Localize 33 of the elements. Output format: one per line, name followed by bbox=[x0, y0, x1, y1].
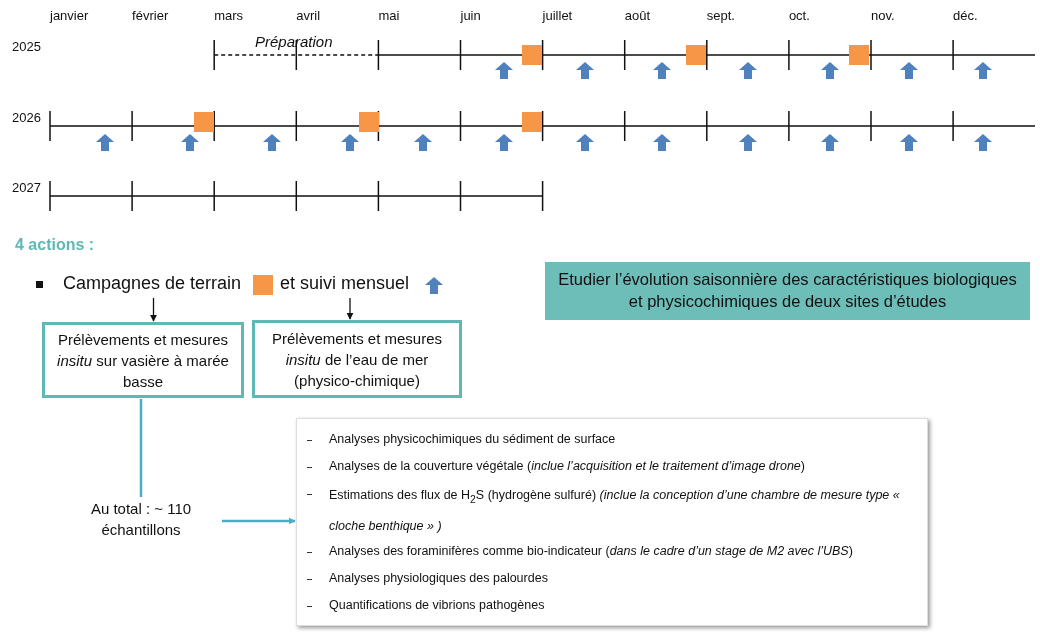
bullet-text: et suivi mensuel bbox=[280, 273, 420, 297]
arrow bbox=[222, 517, 296, 525]
month-label: juin bbox=[460, 8, 481, 23]
month-label: mai bbox=[378, 8, 400, 23]
objective-box: Etudier l’évolution saisonnière des caractéristiques biologiques et physicochimiques de deux sites d’études bbox=[545, 262, 1030, 320]
month-label: août bbox=[624, 8, 650, 23]
list-item: Analyses de la couverture végétale (inclue l’acquisition et le traitement d’image drone) bbox=[329, 459, 805, 473]
month-label: mars bbox=[214, 8, 244, 23]
year-label: 2027 bbox=[12, 180, 41, 195]
process-box: Prélèvements et mesures insitu de l’eau de mer (physico-chimique) bbox=[252, 320, 462, 398]
bullet-text: Campagnes de terrain bbox=[63, 273, 247, 297]
phase-label: Préparation bbox=[255, 33, 333, 50]
analysis-list-panel bbox=[296, 418, 928, 626]
month-label: janvier bbox=[50, 8, 89, 23]
section-heading: 4 actions : bbox=[15, 236, 95, 254]
list-item: Analyses physiologiques des palourdes bbox=[329, 571, 548, 585]
year-label: 2026 bbox=[12, 110, 41, 125]
list-item: Quantifications de vibrions pathogènes bbox=[329, 598, 545, 612]
list-item: Analyses physicochimiques du sédiment de surface bbox=[329, 432, 616, 446]
month-label: février bbox=[132, 8, 169, 23]
summary-text: Au total : ~ 110 échantillons bbox=[60, 498, 222, 544]
month-label: sept. bbox=[706, 8, 735, 23]
list-item: Analyses des foraminifères comme bio-indicateur (dans le cadre d’un stage de M2 avec l’UBS) bbox=[329, 544, 853, 558]
list-item: Estimations des flux de H$_{2}$S (hydrogène sulfuré) (inclue la conception d’une chambre de mesure type « cloche benthique » ) bbox=[329, 487, 901, 535]
month-label: déc. bbox=[953, 8, 978, 23]
month-label: avril bbox=[296, 8, 321, 23]
year-label: 2025 bbox=[12, 39, 41, 54]
month-label: juillet bbox=[542, 8, 573, 23]
process-box: Prélèvements et mesures insitu sur vasière à marée basse bbox=[42, 322, 244, 398]
arrow bbox=[346, 297, 354, 320]
arrow bbox=[150, 297, 157, 322]
month-label: nov. bbox=[871, 8, 895, 23]
month-label: oct. bbox=[788, 8, 810, 23]
